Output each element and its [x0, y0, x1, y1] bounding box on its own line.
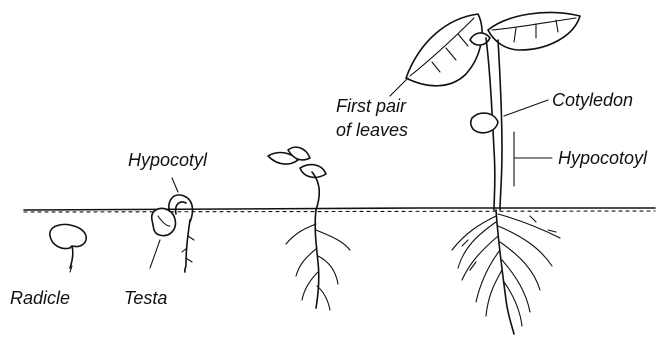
label-cotyledon: Cotyledon [552, 90, 633, 111]
stage4-plant [406, 12, 580, 334]
label-hypocotyl: Hypocotyl [128, 150, 207, 171]
label-radicle: Radicle [10, 288, 70, 309]
label-hypocotoyl: Hypocotoyl [558, 148, 647, 169]
stage2-seedling [150, 178, 194, 272]
label-first-pair-line2: of leaves [336, 120, 408, 141]
stage3-seedling [268, 147, 350, 310]
label-first-pair-line1: First pair [336, 96, 406, 117]
stage1-seed [50, 224, 86, 272]
label-testa: Testa [124, 288, 167, 309]
leader-lines [390, 78, 552, 186]
soil-line [24, 208, 655, 212]
